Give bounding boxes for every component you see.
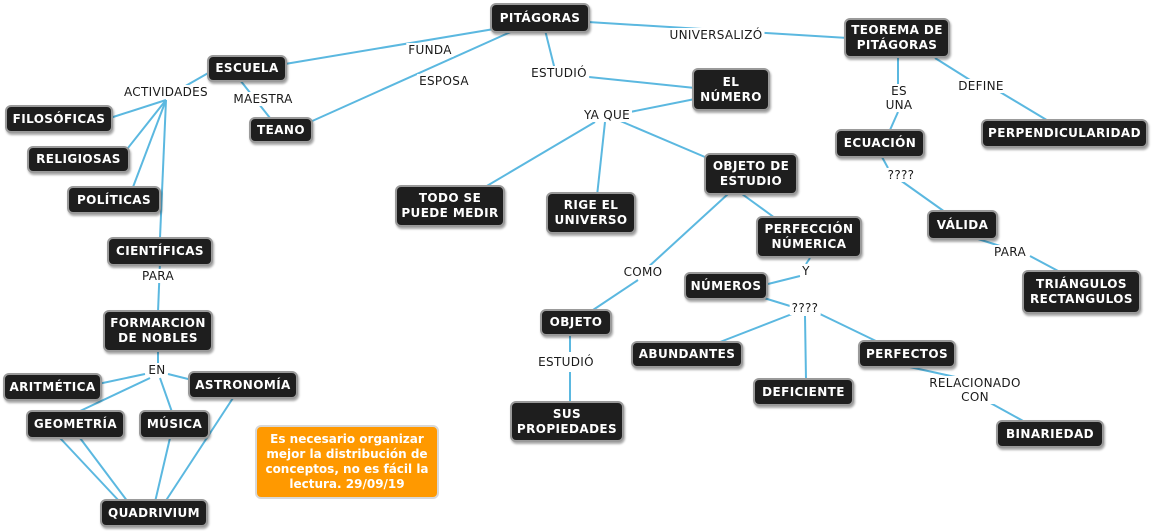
label-esposa: ESPOSA — [417, 74, 471, 88]
link-line — [819, 313, 879, 343]
link-line — [934, 57, 971, 81]
label-funda: FUNDA — [406, 43, 454, 57]
label-es-una: ES UNA — [883, 84, 915, 112]
node-teano[interactable]: TEANO — [249, 117, 313, 143]
node-formarcion[interactable]: FORMARCION DE NOBLES — [103, 310, 213, 352]
label-como: COMO — [621, 265, 665, 279]
node-geometria[interactable]: GEOMETRÍA — [26, 410, 125, 439]
node-perfeccion-numerica[interactable]: PERFECCIÓN NÚMERICA — [756, 216, 862, 258]
link-line — [159, 377, 173, 413]
link-line — [999, 91, 1051, 123]
link-line — [805, 257, 811, 265]
node-todo-se-puede-medir[interactable]: TODO SE PUEDE MEDIR — [395, 185, 505, 227]
node-abundantes[interactable]: ABUNDANTES — [631, 341, 743, 368]
label-maestra: MAESTRA — [231, 92, 295, 106]
node-cientificas[interactable]: CIENTÍFICAS — [107, 237, 213, 266]
link-line — [97, 373, 146, 385]
node-objeto-de-estudio[interactable]: OBJETO DE ESTUDIO — [704, 153, 798, 195]
link-line — [1029, 255, 1061, 273]
link-line — [589, 279, 639, 313]
label-question-numeros: ???? — [789, 301, 821, 315]
link-line — [109, 99, 167, 119]
link-line — [881, 156, 889, 169]
node-religiosas[interactable]: RELIGIOSAS — [27, 146, 130, 173]
review-note: Es necesario organizar mejor la distribu… — [255, 425, 439, 499]
label-universalizo: UNIVERSALIZÓ — [667, 28, 765, 42]
label-estudio-objeto: ESTUDIÓ — [536, 355, 596, 369]
label-y: Y — [800, 264, 812, 278]
label-ya-que: YA QUE — [581, 108, 633, 122]
node-aritmetica[interactable]: ARITMÉTICA — [3, 373, 102, 401]
node-perpendicularidad[interactable]: PERPENDICULARIDAD — [981, 119, 1148, 148]
link-line — [164, 397, 234, 503]
label-define: DEFINE — [956, 79, 1006, 93]
node-quadrivium[interactable]: QUADRIVIUM — [100, 499, 208, 527]
label-en: EN — [146, 363, 168, 377]
label-para-valida: PARA — [992, 245, 1028, 259]
link-line — [617, 119, 713, 161]
label-actividades: ACTIVIDADES — [122, 85, 210, 99]
node-binariedad[interactable]: BINARIEDAD — [996, 420, 1104, 448]
node-pitagoras[interactable]: PITÁGORAS — [490, 3, 590, 33]
node-rige-el-universo[interactable]: RIGE EL UNIVERSO — [546, 192, 636, 234]
node-musica[interactable]: MÚSICA — [139, 410, 210, 439]
link-line — [59, 437, 121, 503]
link-line — [79, 437, 129, 503]
link-line — [804, 315, 807, 381]
link-line — [763, 297, 791, 307]
link-line — [544, 29, 556, 71]
node-perfectos[interactable]: PERFECTOS — [858, 340, 956, 368]
node-escuela[interactable]: ESCUELA — [207, 55, 287, 82]
node-astronomia[interactable]: ASTRONOMÍA — [188, 371, 298, 399]
link-line — [129, 99, 167, 196]
link-line — [479, 121, 596, 191]
node-teorema[interactable]: TEOREMA DE PITÁGORAS — [844, 18, 950, 58]
link-line — [619, 97, 701, 115]
node-deficiente[interactable]: DEFICIENTE — [753, 378, 854, 406]
link-line — [284, 27, 501, 65]
link-line — [719, 313, 793, 343]
node-ecuacion[interactable]: ECUACIÓN — [835, 129, 925, 158]
node-el-numero[interactable]: EL NÚMERO — [692, 68, 770, 111]
link-line — [596, 121, 606, 197]
link-line — [77, 377, 151, 413]
node-objeto[interactable]: OBJETO — [540, 309, 612, 336]
link-line — [899, 179, 946, 213]
link-line — [741, 193, 776, 219]
node-politicas[interactable]: POLÍTICAS — [67, 186, 161, 214]
label-question-ecuacion: ???? — [885, 168, 917, 182]
link-line — [767, 275, 801, 285]
link-line — [644, 193, 729, 271]
label-relacionado-con: RELACIONADO CON — [927, 376, 1023, 404]
link-line — [309, 29, 516, 123]
node-valida[interactable]: VÁLIDA — [927, 210, 998, 240]
label-estudio: ESTUDIÓ — [529, 66, 589, 80]
link-line — [159, 99, 167, 239]
node-triangulos-rectangulos[interactable]: TRIÁNGULOS RECTANGULOS — [1022, 270, 1141, 314]
label-para-cientificas: PARA — [140, 269, 176, 283]
node-sus-propiedades[interactable]: SUS PROPIEDADES — [510, 401, 624, 442]
node-filosoficas[interactable]: FILOSÓFICAS — [5, 105, 113, 133]
link-line — [154, 437, 171, 503]
link-line — [889, 111, 899, 131]
node-numeros[interactable]: NÚMEROS — [684, 272, 768, 300]
